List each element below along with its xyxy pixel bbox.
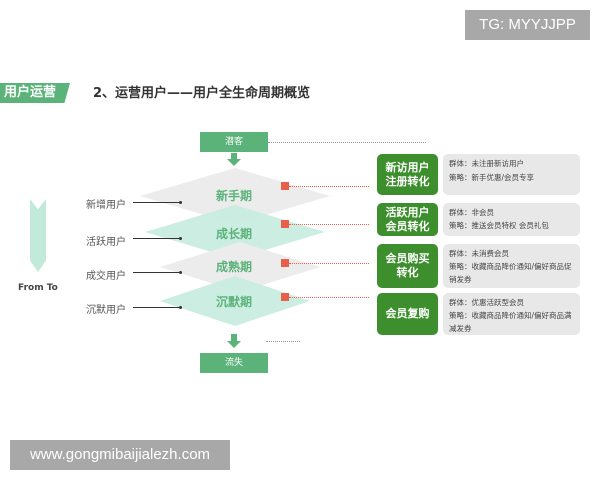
info-group-2: 群体：非会员: [449, 208, 494, 217]
marker-line-4: [289, 297, 369, 298]
end-box: 流失: [200, 353, 268, 373]
section-tag: 用户运营: [0, 83, 70, 103]
start-box: 潜客: [200, 132, 268, 152]
info-box-1: 群体：未注册新访用户 策略：新手优惠/会员专享: [443, 154, 580, 195]
watermark-bottom: www.gongmibaijialezh.com: [10, 440, 230, 470]
stage-label-4: 沉默期: [215, 295, 252, 309]
connector-dot-1: [179, 201, 182, 204]
end-dotted-line: [266, 341, 300, 342]
action-box-1: 新访用户 注册转化: [377, 154, 438, 195]
info-group-4: 群体：优惠活跃型会员: [449, 298, 524, 307]
connector-line-4: [133, 307, 180, 308]
user-type-label-4: 沉默用户: [86, 305, 126, 316]
connector-line-3: [133, 272, 180, 273]
page-title: 2、运营用户——用户全生命周期概览: [93, 86, 311, 101]
down-arrow-bottom-stem: [231, 334, 237, 341]
action-box-4: 会员复购: [377, 293, 438, 335]
action-box-3: 会员购买 转化: [377, 244, 438, 288]
user-type-label-2: 活跃用户: [86, 237, 126, 248]
from-to-arrow-icon: [30, 199, 46, 272]
action-box-2: 活跃用户 会员转化: [377, 203, 438, 236]
info-group-1: 群体：未注册新访用户: [449, 159, 524, 168]
info-group-3: 群体：未消费会员: [449, 249, 509, 258]
info-box-3: 群体：未消费会员 策略：收藏商品降价通知/偏好商品促销发券: [443, 244, 580, 288]
marker-square-1: [281, 182, 289, 190]
info-strategy-1: 策略：新手优惠/会员专享: [449, 173, 535, 182]
marker-square-4: [281, 293, 289, 301]
marker-square-3: [281, 259, 289, 267]
connector-dot-2: [179, 237, 182, 240]
watermark-top: TG: MYYJJPP: [465, 10, 590, 40]
user-type-label-3: 成交用户: [86, 271, 126, 282]
info-box-4: 群体：优惠活跃型会员 策略：收藏商品降价通知/偏好商品满减发券: [443, 293, 580, 335]
marker-line-2: [289, 224, 369, 225]
connector-line-1: [133, 202, 180, 203]
stage-label-2: 成长期: [215, 227, 252, 241]
user-type-label-1: 新增用户: [86, 200, 126, 211]
marker-line-3: [289, 263, 369, 264]
info-strategy-2: 策略：推送会员特权 会员礼包: [449, 221, 549, 230]
down-arrow-top-stem: [231, 153, 237, 159]
stage-label-1: 新手期: [215, 189, 252, 203]
info-strategy-4: 策略：收藏商品降价通知/偏好商品满减发券: [449, 311, 572, 333]
from-to-label: From To: [18, 283, 58, 293]
info-box-2: 群体：非会员 策略：推送会员特权 会员礼包: [443, 203, 580, 236]
stage-label-3: 成熟期: [215, 260, 252, 274]
marker-line-1: [289, 186, 369, 187]
start-dotted-line: [268, 142, 426, 143]
marker-square-2: [281, 220, 289, 228]
down-arrow-bottom-icon: [227, 341, 241, 348]
connector-dot-3: [179, 271, 182, 274]
connector-line-2: [133, 238, 180, 239]
info-strategy-3: 策略：收藏商品降价通知/偏好商品促销发券: [449, 262, 572, 284]
connector-dot-4: [179, 306, 182, 309]
down-arrow-top-icon: [227, 159, 241, 166]
